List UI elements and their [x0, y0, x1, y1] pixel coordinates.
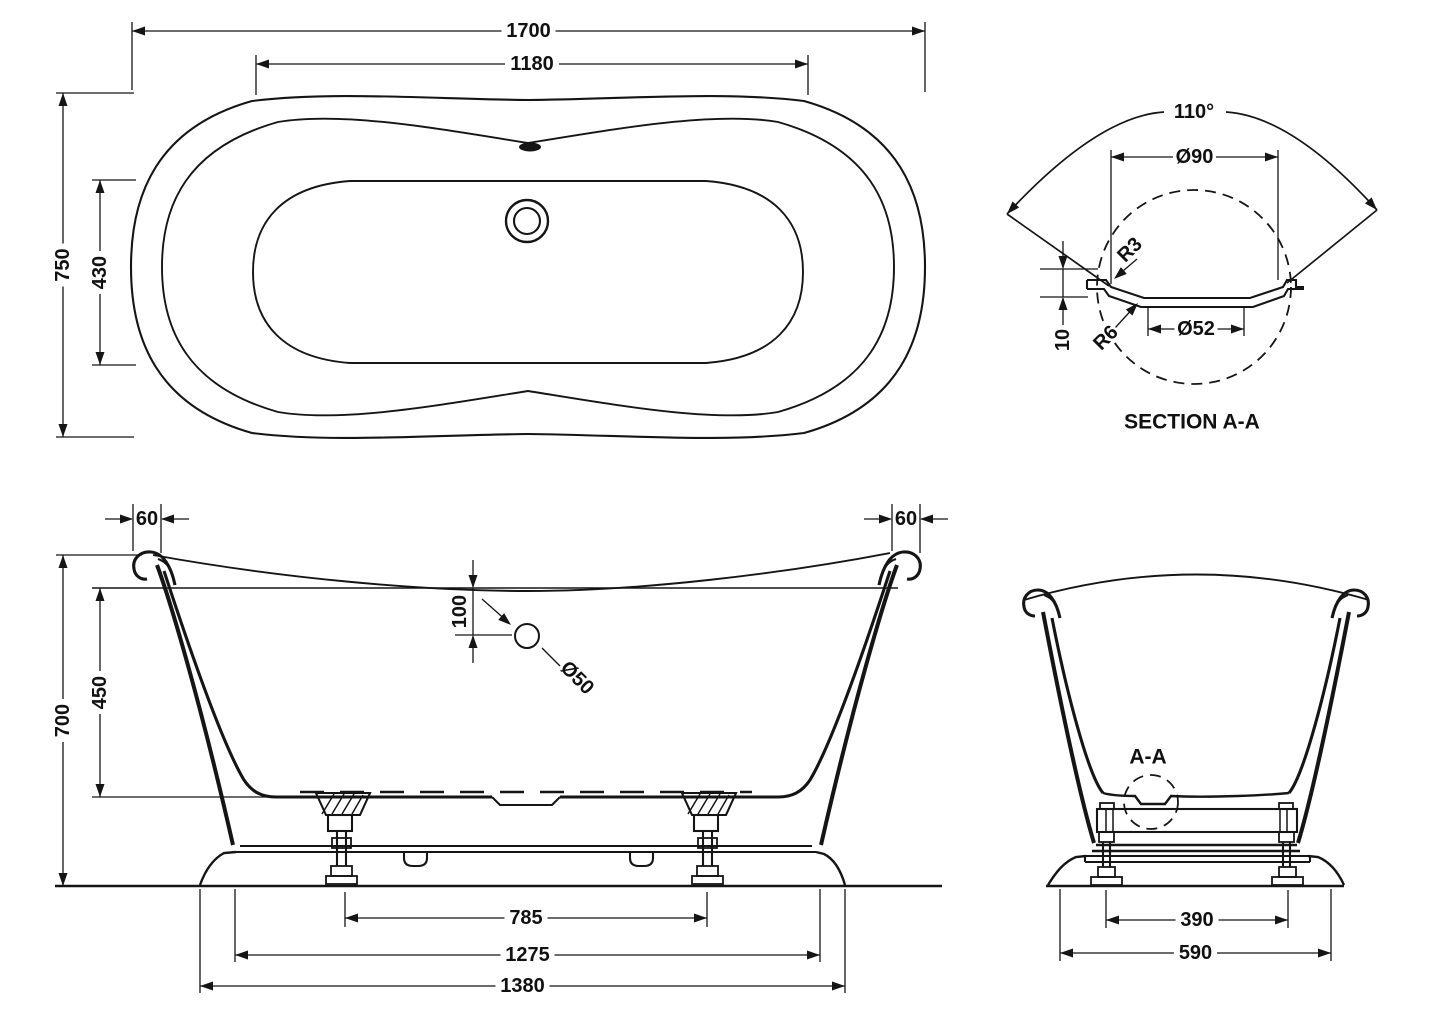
end-elevation-view: A-A	[1022, 573, 1370, 961]
right-inner-wall	[777, 570, 892, 799]
dim-front-inner-depth: 450	[87, 588, 114, 797]
frame-beam	[1095, 807, 1299, 834]
drain-inner	[512, 206, 542, 236]
dim-front-plinth-length: 1275	[235, 942, 820, 969]
dim-front-right-lip: 60	[864, 506, 948, 533]
tub-inner-rim-outline	[161, 117, 895, 417]
dim-label: Ø52	[1177, 318, 1215, 340]
recess-profile-top	[1087, 278, 1304, 300]
dim-110-label: 110°	[1174, 101, 1214, 123]
overflow-hole	[514, 623, 540, 649]
dim-label: 1380	[500, 975, 545, 997]
aa-detail-circle	[1123, 774, 1179, 830]
plinth-front	[198, 850, 847, 886]
dim-end-leg-centres: 390	[1106, 907, 1288, 934]
left-leg-assembly	[314, 791, 372, 885]
tub-bottom-end	[1092, 843, 1300, 853]
overflow-slot	[519, 142, 541, 152]
dim-section-waste-dia: Ø52	[1148, 316, 1244, 343]
far-rim-arc	[1023, 573, 1370, 601]
section-view: 110° R3 R6 SECTION A-A	[481, 99, 1378, 623]
dim-plan-rim-length: 1180	[256, 51, 808, 78]
dim-front-left-lip: 60	[105, 506, 189, 533]
right-lip-curl-end	[1330, 588, 1370, 619]
dim-label: 1700	[506, 20, 551, 42]
angle-arc	[1006, 111, 1378, 215]
right-leg-assembly	[680, 791, 738, 885]
lower-rail	[1083, 854, 1312, 864]
section-title-label: SECTION A-A	[1124, 411, 1260, 434]
detail-label: A-A	[1129, 746, 1166, 769]
dim-end-plinth-width: 590	[1060, 940, 1331, 967]
plan-view	[56, 22, 927, 440]
dim-label: 430	[89, 256, 111, 289]
dim-label: 100	[449, 595, 471, 628]
dim-plan-width-overall: 750	[50, 93, 77, 437]
dim-front-leg-centres: 785	[345, 905, 707, 932]
drain-outer	[504, 198, 550, 244]
left-inner-wall	[162, 570, 277, 799]
left-lip-curl	[132, 550, 177, 586]
left-wall-end	[1041, 611, 1096, 844]
left-lip-curl-end	[1022, 588, 1062, 619]
dim-label: 590	[1179, 942, 1212, 964]
r3-label: R3	[1113, 233, 1147, 267]
dim-label: 750	[52, 248, 74, 281]
basin-outline	[252, 180, 804, 364]
dim-label: 785	[509, 907, 542, 929]
left-outer-wall	[155, 564, 235, 846]
dim-label: 390	[1180, 909, 1213, 931]
dim-section-seat-depth: 10	[1050, 241, 1077, 354]
dim-label: 700	[52, 704, 74, 737]
detail-boundary-circle	[1096, 189, 1292, 385]
dim-plan-basin-width: 430	[87, 180, 114, 365]
cone-angle-line-right	[1286, 209, 1378, 284]
dim-label: 1180	[510, 53, 553, 75]
dim-label: 60	[895, 508, 917, 530]
dim-label: Ø90	[1176, 146, 1214, 168]
recess-profile-bottom	[1085, 280, 1304, 309]
right-wall-end	[1296, 611, 1351, 844]
dim-label: 1275	[505, 944, 550, 966]
apron-clip-left	[402, 852, 429, 868]
leader-arrows	[498, 197, 1377, 625]
dim-label: 10	[1052, 329, 1074, 351]
dim-front-overall-height: 700	[50, 555, 77, 886]
right-outer-wall	[819, 564, 899, 846]
dim-label: 60	[136, 508, 158, 530]
plinth-end	[1046, 854, 1346, 886]
floor-end	[1102, 791, 1290, 806]
apron-clip-right	[628, 852, 655, 868]
drain-recess-dip	[491, 796, 561, 807]
front-elevation-view: Ø50	[55, 504, 942, 993]
cone-angle-line-left	[1006, 213, 1110, 287]
r6-label: R6	[1089, 321, 1123, 355]
apron-bottom-edge	[236, 844, 816, 854]
dim-plan-length-overall: 1700	[132, 18, 925, 45]
dim-label: 450	[89, 676, 111, 709]
dim-front-base-length: 1380	[200, 973, 845, 1000]
dim-front-overflow-offset: 100	[447, 560, 478, 663]
dim-section-outer-dia: Ø90	[1111, 144, 1278, 171]
right-lip-curl	[877, 550, 922, 586]
o50-label: Ø50	[556, 657, 598, 699]
tub-outer-outline	[129, 94, 927, 440]
front-rim-curve	[152, 552, 891, 592]
